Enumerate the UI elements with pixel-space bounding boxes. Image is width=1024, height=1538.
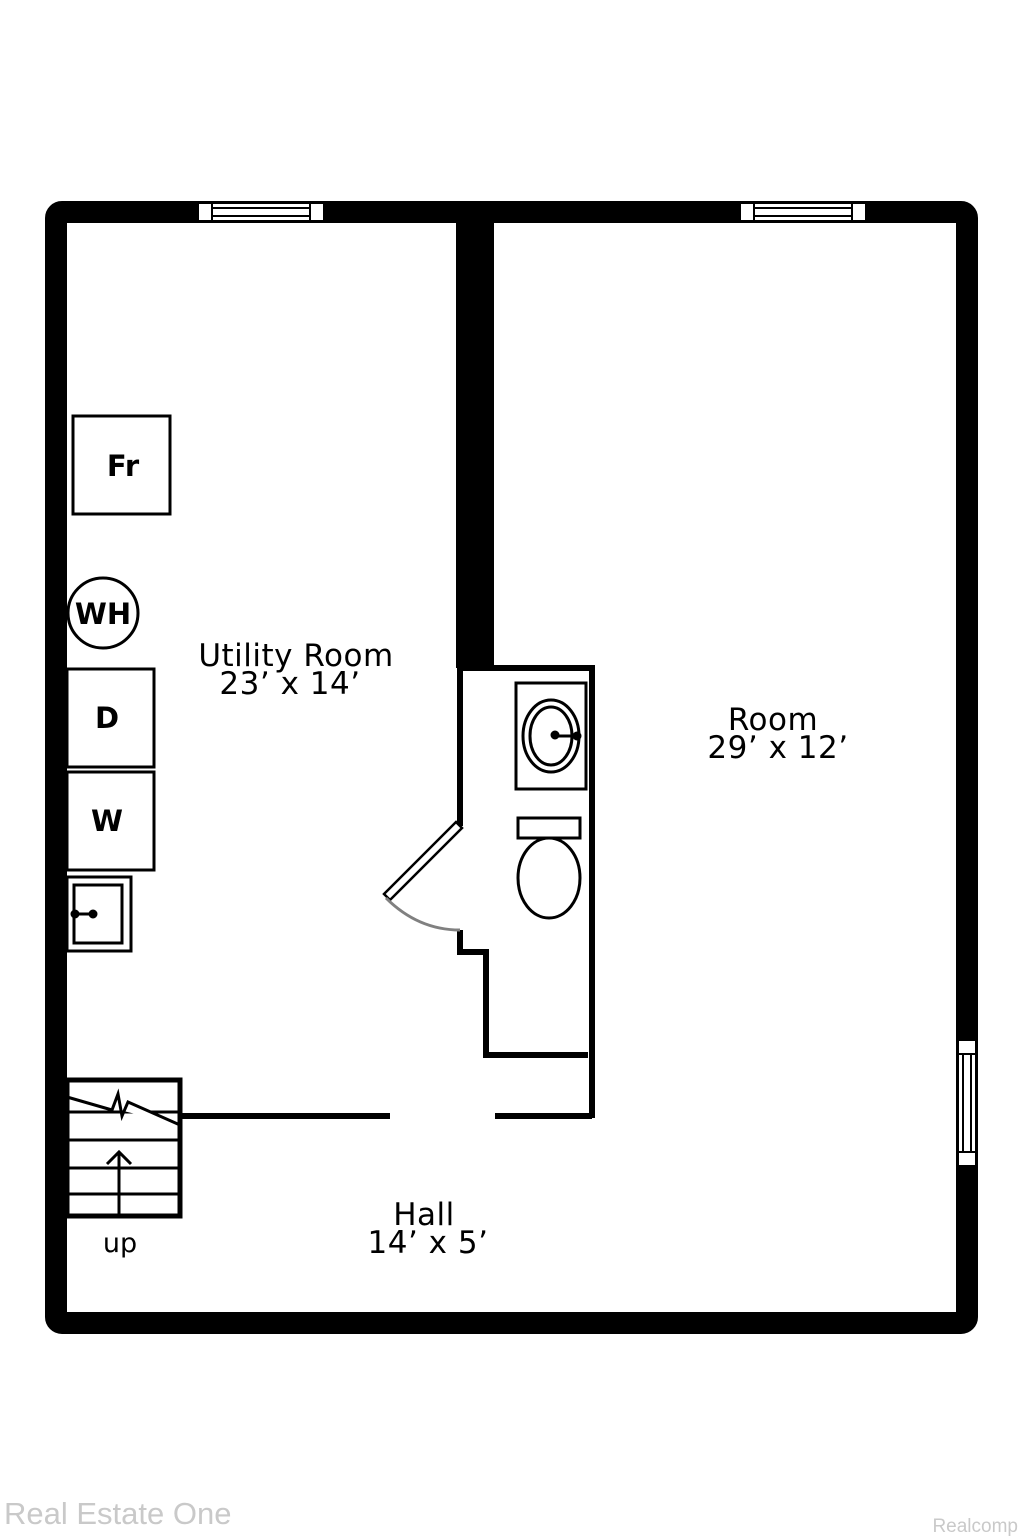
dryer-label: D — [95, 701, 119, 735]
dryer: D — [65, 667, 156, 769]
brokerage-watermark: Real Estate One — [4, 1496, 232, 1531]
bathroom-sink — [514, 681, 588, 791]
hall-name: Hall — [393, 1197, 455, 1233]
water-heater-label: WH — [75, 597, 131, 631]
exterior-wall — [45, 201, 978, 1334]
freezer: Fr — [71, 414, 172, 516]
water-heater: WH — [66, 576, 140, 650]
washer-label: W — [91, 804, 123, 838]
window-room-top — [739, 202, 867, 222]
stairs — [64, 1077, 183, 1219]
window-utility-room — [197, 202, 325, 222]
stairs-label: up — [103, 1228, 137, 1259]
utility-sink — [65, 875, 133, 953]
room-size: 29’ x 12’ — [707, 730, 848, 766]
bathroom-door — [382, 820, 464, 932]
utility-room-size: 23’ x 14’ — [219, 666, 360, 702]
freezer-label: Fr — [107, 449, 140, 483]
room-name: Room — [728, 702, 818, 738]
mls-watermark: Realcomp — [932, 1516, 1018, 1537]
interior-wall-divider — [456, 212, 494, 668]
window-room-right — [957, 1039, 977, 1167]
toilet — [516, 816, 582, 920]
bathroom-walls — [457, 665, 595, 1118]
utility-room-name: Utility Room — [198, 638, 393, 674]
hall-size: 14’ x 5’ — [368, 1225, 489, 1261]
washer: W — [65, 770, 156, 872]
